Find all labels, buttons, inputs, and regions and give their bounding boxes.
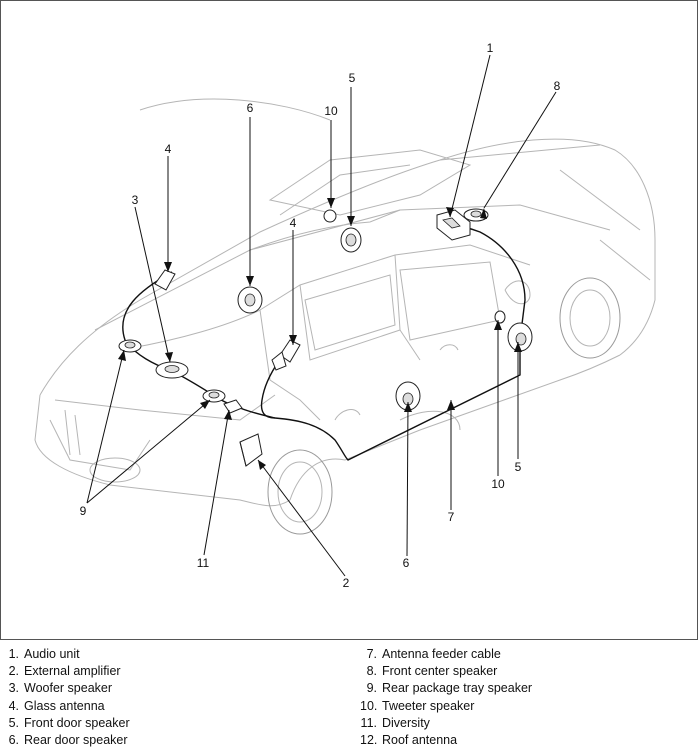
legend-number: 2. <box>8 664 19 679</box>
antenna-feeder-cable <box>122 271 241 409</box>
leader-lines <box>86 54 557 577</box>
callout-10-bottom: 10 <box>491 477 505 491</box>
car-body-outline <box>34 98 656 535</box>
callout-4-rear: 4 <box>165 142 172 156</box>
legend: 1. Audio unit 2. External amplifier 3. Woof… <box>0 646 700 749</box>
legend-label: Tweeter speaker <box>382 698 475 713</box>
audio-unit <box>436 209 471 241</box>
legend-number: 6. <box>8 733 19 748</box>
legend-label: External amplifier <box>24 664 121 679</box>
legend-label: Diversity <box>382 715 430 730</box>
legend-item: 5. Front door speaker <box>2 715 130 732</box>
callout-7: 7 <box>448 510 455 524</box>
legend-number: 7. <box>366 647 377 661</box>
front-door-speaker-lower <box>507 322 533 352</box>
callout-10-top: 10 <box>324 104 338 118</box>
legend-column-right: 7. Antenna feeder cable 8. Front center sp… <box>360 646 532 749</box>
tweeter-lower <box>494 310 506 324</box>
legend-number: 9. <box>366 681 377 696</box>
legend-column-left: 1. Audio unit 2. External amplifier 3. Woof… <box>2 646 130 749</box>
legend-number: 11. <box>360 715 377 730</box>
roof-front-speaker <box>340 227 362 253</box>
arrowheads <box>118 198 522 470</box>
diagram-frame <box>0 0 698 640</box>
legend-number: 3. <box>8 681 19 696</box>
callout-6-bottom: 6 <box>403 556 410 570</box>
external-amplifier <box>239 433 263 467</box>
legend-item: 8. Front center speaker <box>360 663 532 680</box>
legend-item: 11. Diversity <box>360 715 532 732</box>
car-audio-diagram: 1 2 3 4 4 5 5 6 6 7 8 9 10 10 11 <box>34 41 656 590</box>
legend-label: Front center speaker <box>382 664 498 679</box>
legend-number: 5. <box>8 715 19 730</box>
callout-5-top: 5 <box>349 71 356 85</box>
callout-5-bottom: 5 <box>515 460 522 474</box>
legend-label: Audio unit <box>24 647 80 661</box>
roof-tweeter <box>323 209 337 223</box>
callout-9: 9 <box>80 504 87 518</box>
legend-item: 4. Glass antenna <box>2 698 130 715</box>
legend-item: 9. Rear package tray speaker <box>360 680 533 697</box>
callout-3: 3 <box>132 193 139 207</box>
legend-item: 3. Woofer speaker <box>2 680 130 697</box>
diversity-module <box>223 399 243 414</box>
legend-item: 1. Audio unit <box>2 646 130 663</box>
rear-door-speaker-upper <box>237 286 263 314</box>
callout-6-top: 6 <box>247 101 254 115</box>
package-tray-speaker-left <box>118 339 142 353</box>
legend-label: Front door speaker <box>24 715 130 730</box>
legend-label: Glass antenna <box>24 698 105 713</box>
callout-11: 11 <box>197 556 210 570</box>
legend-label: Roof antenna <box>382 733 458 748</box>
legend-item: 10. Tweeter speaker <box>360 698 532 715</box>
legend-item: 6. Rear door speaker <box>2 732 130 749</box>
legend-item: 2. External amplifier <box>2 663 130 680</box>
legend-number: 4. <box>8 698 19 713</box>
legend-label: Rear package tray speaker <box>382 681 533 696</box>
callout-1: 1 <box>487 41 494 55</box>
legend-number: 10. <box>360 698 378 713</box>
legend-label: Antenna feeder cable <box>382 647 501 661</box>
legend-label: Woofer speaker <box>24 681 113 696</box>
callout-4-side: 4 <box>290 216 297 230</box>
callout-8: 8 <box>554 79 561 93</box>
antenna-feeder-cable-main <box>239 225 526 461</box>
glass-antenna-rear <box>154 269 176 291</box>
glass-antenna-side <box>271 339 301 371</box>
woofer-speaker <box>155 361 189 379</box>
legend-number: 8. <box>366 664 377 679</box>
legend-item: 12. Roof antenna <box>360 732 532 749</box>
legend-item: 7. Antenna feeder cable <box>360 646 532 663</box>
legend-label: Rear door speaker <box>24 733 128 748</box>
package-tray-speaker-right <box>202 389 226 403</box>
callout-2: 2 <box>343 576 350 590</box>
legend-number: 1. <box>8 647 19 661</box>
legend-number: 12. <box>360 733 378 748</box>
